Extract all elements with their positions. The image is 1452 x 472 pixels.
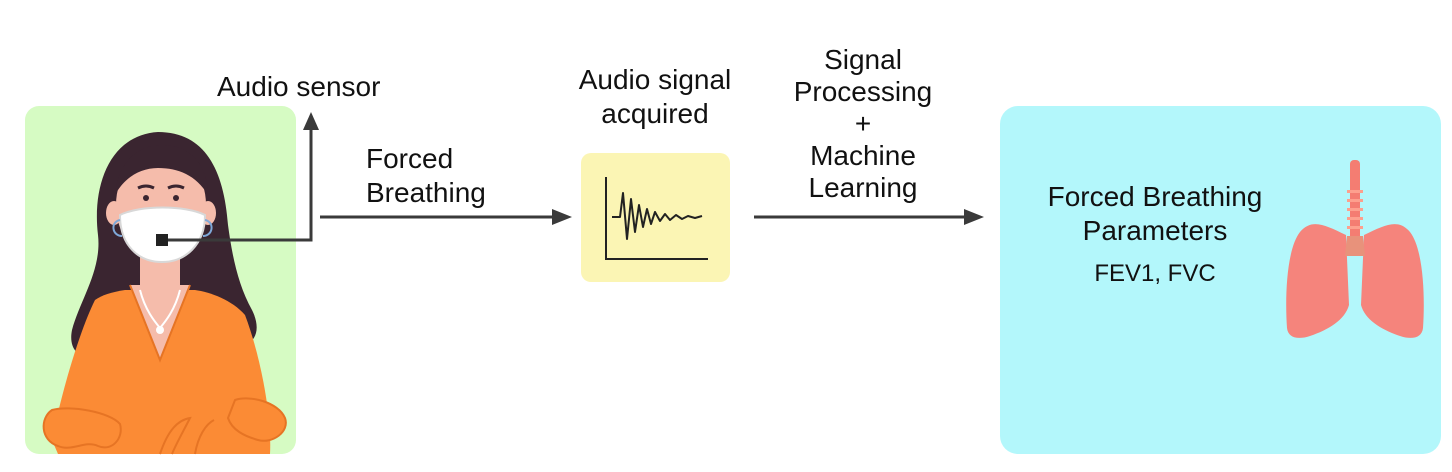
- audio-signal-acquired-label: Audio signal acquired: [568, 63, 742, 131]
- audio-signal-label-line1: Audio signal: [578, 64, 732, 95]
- processing-label: Signal Processing + Machine Learning: [780, 44, 946, 204]
- audio-sensor-icon: [156, 234, 168, 246]
- lungs-icon: [1286, 160, 1424, 338]
- output-title-line1: Forced Breathing: [1047, 181, 1263, 212]
- processing-arrowhead: [964, 209, 984, 225]
- forced-breathing-label-line1: Forced: [366, 143, 454, 174]
- processing-label-line4: Machine: [810, 140, 916, 171]
- output-title: Forced Breathing Parameters: [1030, 180, 1280, 248]
- sensor-connector-line: [168, 128, 313, 242]
- waveform-plot-icon: [605, 177, 708, 260]
- forced-breathing-arrowhead: [552, 209, 572, 225]
- processing-label-line2: Processing: [793, 76, 933, 107]
- audio-sensor-label: Audio sensor: [217, 71, 381, 102]
- sensor-arrowhead: [303, 112, 319, 130]
- forced-breathing-label: Forced Breathing: [366, 142, 486, 210]
- signal-panel: [581, 153, 730, 282]
- processing-label-line1: Signal: [824, 44, 902, 75]
- audio-signal-label-line2: acquired: [601, 98, 709, 129]
- output-panel: [1000, 106, 1441, 454]
- processing-label-line5: Learning: [808, 172, 918, 203]
- processing-label-line3: +: [854, 108, 872, 139]
- forced-breathing-label-line2: Breathing: [366, 177, 486, 208]
- output-params: FEV1, FVC: [1094, 260, 1216, 287]
- output-title-line2: Parameters: [1082, 215, 1228, 246]
